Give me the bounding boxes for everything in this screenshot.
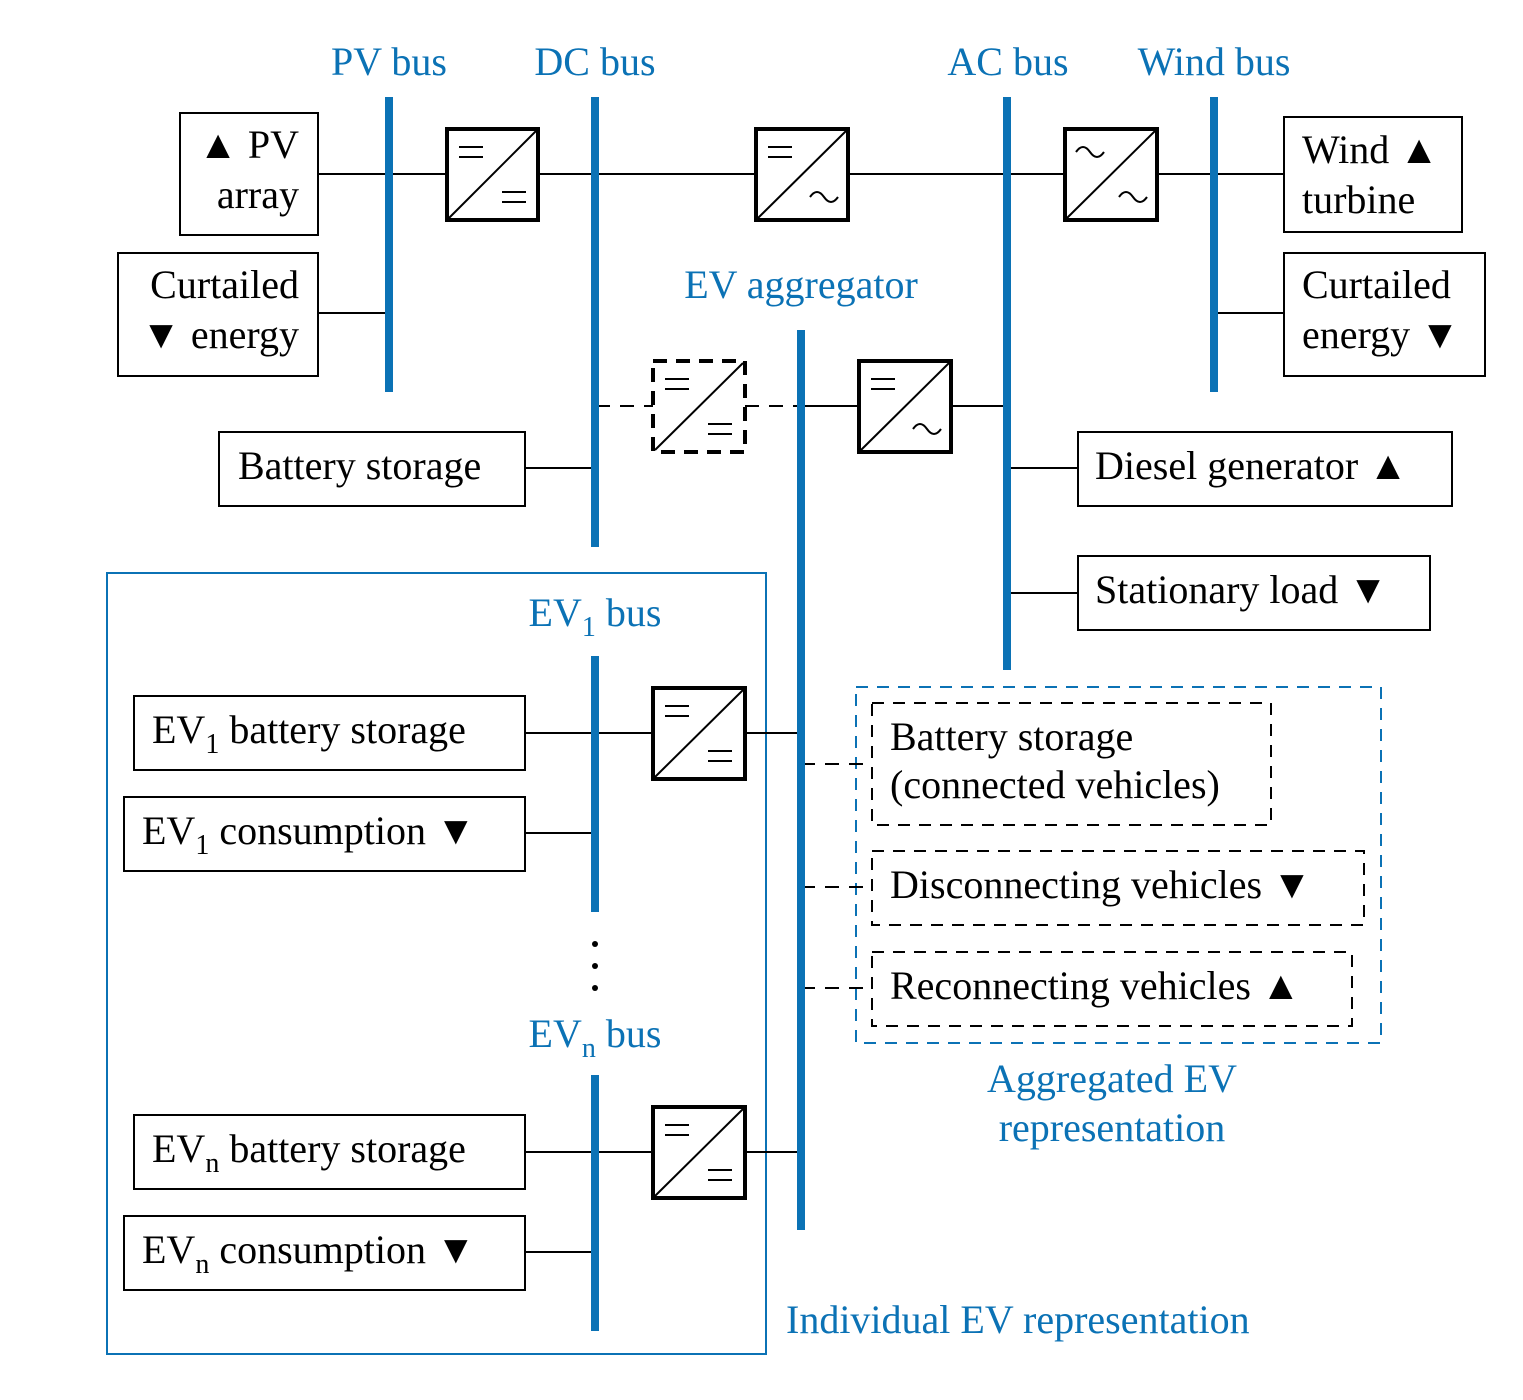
disconnecting-label: Disconnecting vehicles ▼ [890,862,1312,907]
dc-bus-label: DC bus [534,39,655,84]
converter-dc-ac [754,127,850,222]
converter-evn [651,1105,747,1200]
pv-bus-label: PV bus [331,39,447,84]
evn-battery-box [133,1114,526,1190]
pv-array-box [179,112,319,236]
individual-ev-label: Individual EV representation [786,1297,1250,1342]
ev1-bus-label: EV1 bus [529,590,662,643]
curtailed-pv-box [117,252,319,377]
disconnecting-box [871,850,1365,926]
ellipsis-dots [592,941,598,991]
evn-bus-label: EVn bus [529,1011,662,1064]
converter-pv-dc [445,127,540,222]
stationary-load-label: Stationary load ▼ [1095,567,1388,612]
wind-turbine-label: Wind ▲turbine [1302,127,1439,222]
wind-turbine-box [1283,116,1463,233]
individual-ev-frame [106,572,767,1355]
reconnecting-box [871,951,1353,1027]
diesel-generator-box [1077,431,1453,507]
curtailed-pv-label: Curtailed▼ energy [141,262,299,357]
ev1-consumption-box [123,796,526,872]
converter-ac-wind [1063,127,1159,222]
curtailed-wind-box [1283,252,1486,377]
battery-storage-label: Battery storage [238,443,481,488]
stationary-load-box [1077,555,1431,631]
ev1-battery-box [133,695,526,771]
reconnecting-label: Reconnecting vehicles ▲ [890,963,1301,1008]
ac-bus-label: AC bus [947,39,1068,84]
converter-dc-aggregator-dashed [651,359,747,454]
connection-lines [318,173,1284,1253]
wind-bus-label: Wind bus [1138,39,1291,84]
agg-battery-box [871,702,1272,826]
aggregated-ev-frame [855,686,1382,1044]
ev1-consumption-label: EV1 consumption ▼ [142,808,476,861]
converter-ev1 [651,686,747,781]
evn-battery-label: EVn battery storage [152,1126,466,1179]
diesel-generator-label: Diesel generator ▲ [1095,443,1408,488]
agg-battery-label: Battery storage(connected vehicles) [890,714,1220,807]
evn-consumption-box [123,1215,526,1291]
battery-storage-box [218,431,526,507]
evn-consumption-label: EVn consumption ▼ [142,1227,476,1280]
ev-aggregator-label: EV aggregator [684,262,918,307]
ev1-battery-label: EV1 battery storage [152,707,466,760]
converter-aggregator-ac [857,359,953,454]
